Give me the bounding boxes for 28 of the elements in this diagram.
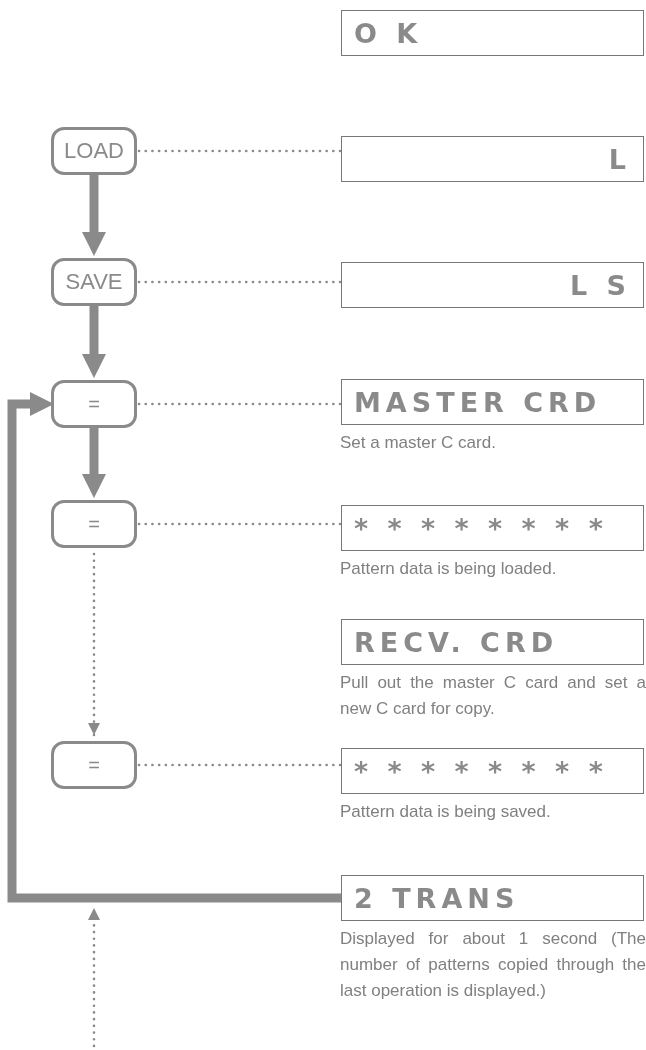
key-button: SAVE <box>51 258 137 306</box>
lcd-display: * * * * * * * * <box>341 748 644 794</box>
lcd-display: O K <box>341 10 644 56</box>
flow-arrow-arrow <box>7 391 341 903</box>
lcd-display: 2 TRANS <box>341 875 644 921</box>
dotted-connector <box>137 402 343 406</box>
dotted-connector <box>137 763 343 767</box>
key-button: LOAD <box>51 127 137 175</box>
display-note: Set a master C card. <box>340 432 497 454</box>
lcd-display: RECV. CRD <box>341 619 644 665</box>
lcd-display: MASTER CRD <box>341 379 644 425</box>
lcd-display: * * * * * * * * <box>341 505 644 551</box>
lcd-display: L S <box>341 262 644 308</box>
flow-arrow-arrow <box>81 175 107 257</box>
flow-arrow-arrow <box>81 428 107 499</box>
dotted-connector-arrow <box>88 552 100 737</box>
dotted-connector <box>137 280 343 284</box>
dotted-connector <box>137 522 343 526</box>
flow-arrow-arrow <box>81 306 107 379</box>
display-note: Displayed for about 1 second (The number of patterns copied through the last operation is displayed.) <box>340 928 646 1002</box>
display-note: Pattern data is being saved. <box>340 801 552 823</box>
dotted-connector <box>137 149 343 153</box>
display-note: Pattern data is being loaded. <box>340 558 558 580</box>
key-button: = <box>51 741 137 789</box>
key-button: = <box>51 380 137 428</box>
display-note: Pull out the master C card and set a new C card for copy. <box>340 672 646 720</box>
key-button: = <box>51 500 137 548</box>
lcd-display: L <box>341 136 644 182</box>
